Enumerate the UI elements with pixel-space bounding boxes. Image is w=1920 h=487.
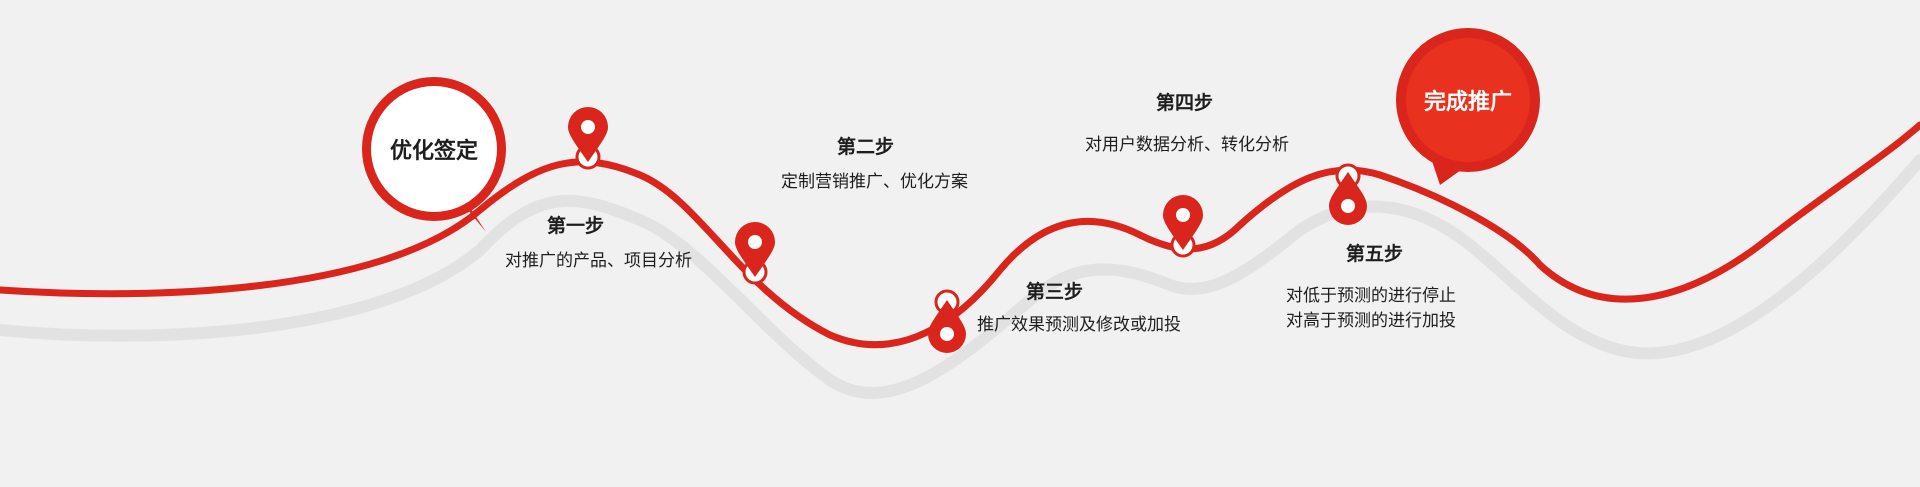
step-5-desc-line-1: 对低于预测的进行停止 [1286,286,1456,306]
step-4-title: 第四步 [1156,92,1214,114]
step-1-desc: 对推广的产品、项目分析 [505,251,692,271]
start-bubble [362,77,506,232]
step-5-title: 第五步 [1346,243,1404,265]
finish-label: 完成推广 [1423,90,1513,115]
step-3-desc: 推广效果预测及修改或加投 [977,315,1181,335]
map-pin-icon [1163,195,1203,258]
finish-bubble [1396,28,1540,185]
map-pin-icon [1329,163,1367,225]
step-2-title: 第二步 [837,136,895,158]
map-pin-icon [735,222,775,285]
step-4-desc: 对用户数据分析、转化分析 [1085,135,1289,155]
step-5-desc-line-2: 对高于预测的进行加投 [1286,311,1456,331]
main-path [0,121,1920,349]
step-1-title: 第一步 [547,215,605,237]
map-pin-icon [568,107,608,170]
map-pin-icon [928,289,966,353]
step-2-desc: 定制营销推广、优化方案 [781,172,968,192]
start-label: 优化签定 [389,139,479,164]
shadow-path [0,154,1920,399]
step-3-title: 第三步 [1026,281,1084,303]
